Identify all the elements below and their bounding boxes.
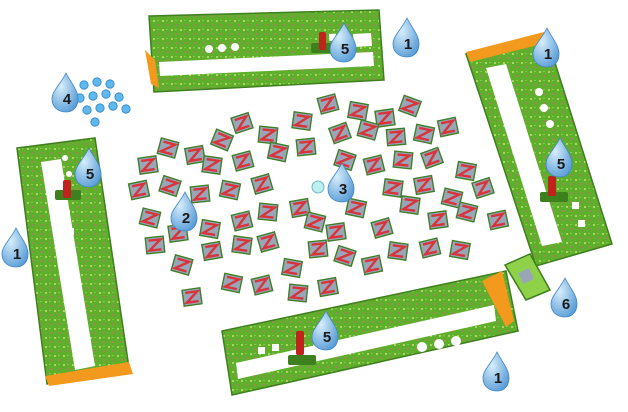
letter-tile	[139, 208, 160, 228]
letter-tile	[334, 150, 356, 171]
letter-tile	[296, 138, 316, 156]
letter-tile	[232, 236, 252, 254]
letter-tile	[157, 138, 179, 158]
blue-bead	[83, 106, 91, 114]
letter-tile	[399, 95, 421, 116]
letter-tile	[211, 129, 234, 151]
letter-tile	[363, 155, 384, 175]
callout-number: 2	[182, 210, 190, 227]
letter-tile	[292, 112, 312, 130]
letter-tile	[456, 162, 477, 181]
callout-number: 5	[86, 166, 94, 183]
letter-tile	[190, 185, 210, 203]
letter-tile	[288, 284, 308, 302]
letter-tile	[258, 203, 278, 221]
letter-tile	[200, 220, 221, 239]
letter-tile	[251, 275, 272, 295]
letter-tile	[472, 178, 494, 199]
callout-droplet: 1	[2, 228, 28, 267]
letter-tile	[182, 288, 202, 306]
letter-tile	[428, 211, 448, 229]
letter-tile	[202, 242, 223, 261]
letter-tile	[304, 212, 325, 232]
callout-number: 1	[544, 46, 552, 63]
letter-tile	[357, 120, 379, 140]
letter-tile	[438, 117, 459, 136]
blue-bead	[80, 81, 88, 89]
callout-droplet: 6	[551, 278, 577, 317]
callout-number: 6	[562, 296, 570, 313]
callout-number: 1	[494, 370, 502, 387]
letter-tile	[362, 255, 383, 274]
letter-tile	[202, 156, 222, 174]
letter-tile	[282, 259, 303, 278]
callout-number: 1	[13, 246, 21, 263]
letter-tile	[393, 151, 413, 169]
blue-bead	[96, 104, 104, 112]
letter-tile	[308, 240, 328, 258]
letter-tile	[129, 180, 150, 199]
letter-tile	[421, 147, 443, 168]
letter-tile	[258, 126, 278, 144]
letter-tile	[419, 238, 440, 258]
callout-number: 5	[341, 41, 349, 58]
letter-tile	[329, 122, 351, 143]
letter-tile	[400, 196, 420, 214]
blue-beads	[76, 78, 130, 126]
letter-tile	[222, 273, 243, 292]
letter-tile	[346, 198, 367, 217]
callout-number: 5	[323, 329, 331, 346]
letter-tile	[383, 179, 403, 197]
letter-tile	[317, 94, 339, 114]
blue-bead	[115, 93, 123, 101]
callout-number: 5	[557, 156, 565, 173]
letter-tile	[414, 176, 435, 195]
letter-tile	[348, 102, 369, 121]
callout-droplet: 4	[52, 73, 78, 112]
letter-tile	[231, 211, 252, 231]
game-board	[466, 32, 612, 266]
callout-number: 1	[404, 36, 412, 53]
callout-number: 3	[339, 181, 347, 198]
center-token	[312, 181, 324, 193]
letter-tile	[232, 151, 254, 171]
letter-tile	[450, 241, 471, 260]
blue-bead	[89, 92, 97, 100]
letter-tile	[371, 218, 393, 238]
blue-bead	[122, 105, 130, 113]
letter-tile	[268, 142, 289, 161]
callout-number: 4	[63, 91, 72, 108]
callout-droplet: 1	[393, 18, 419, 57]
blue-bead	[91, 118, 99, 126]
blue-bead	[109, 102, 117, 110]
letter-tile	[386, 128, 405, 146]
letter-tile	[414, 124, 435, 143]
blue-bead	[102, 90, 110, 98]
letter-tile	[326, 223, 346, 241]
callout-droplet: 1	[483, 352, 509, 391]
letter-tile	[231, 113, 253, 134]
blue-bead	[93, 78, 101, 86]
letter-tile	[185, 146, 206, 165]
blue-bead	[106, 80, 114, 88]
letter-tile	[456, 202, 477, 222]
letter-tile	[318, 278, 339, 297]
letter-tile	[171, 255, 193, 275]
letter-tile	[251, 174, 273, 194]
letter-tile	[145, 236, 165, 254]
letter-tile	[220, 180, 241, 199]
letter-tile	[138, 156, 158, 174]
letter-tile	[334, 246, 356, 267]
letter-tile	[257, 232, 279, 252]
letter-tile	[488, 210, 509, 229]
letter-tile	[159, 176, 181, 197]
letter-tile	[388, 242, 408, 260]
